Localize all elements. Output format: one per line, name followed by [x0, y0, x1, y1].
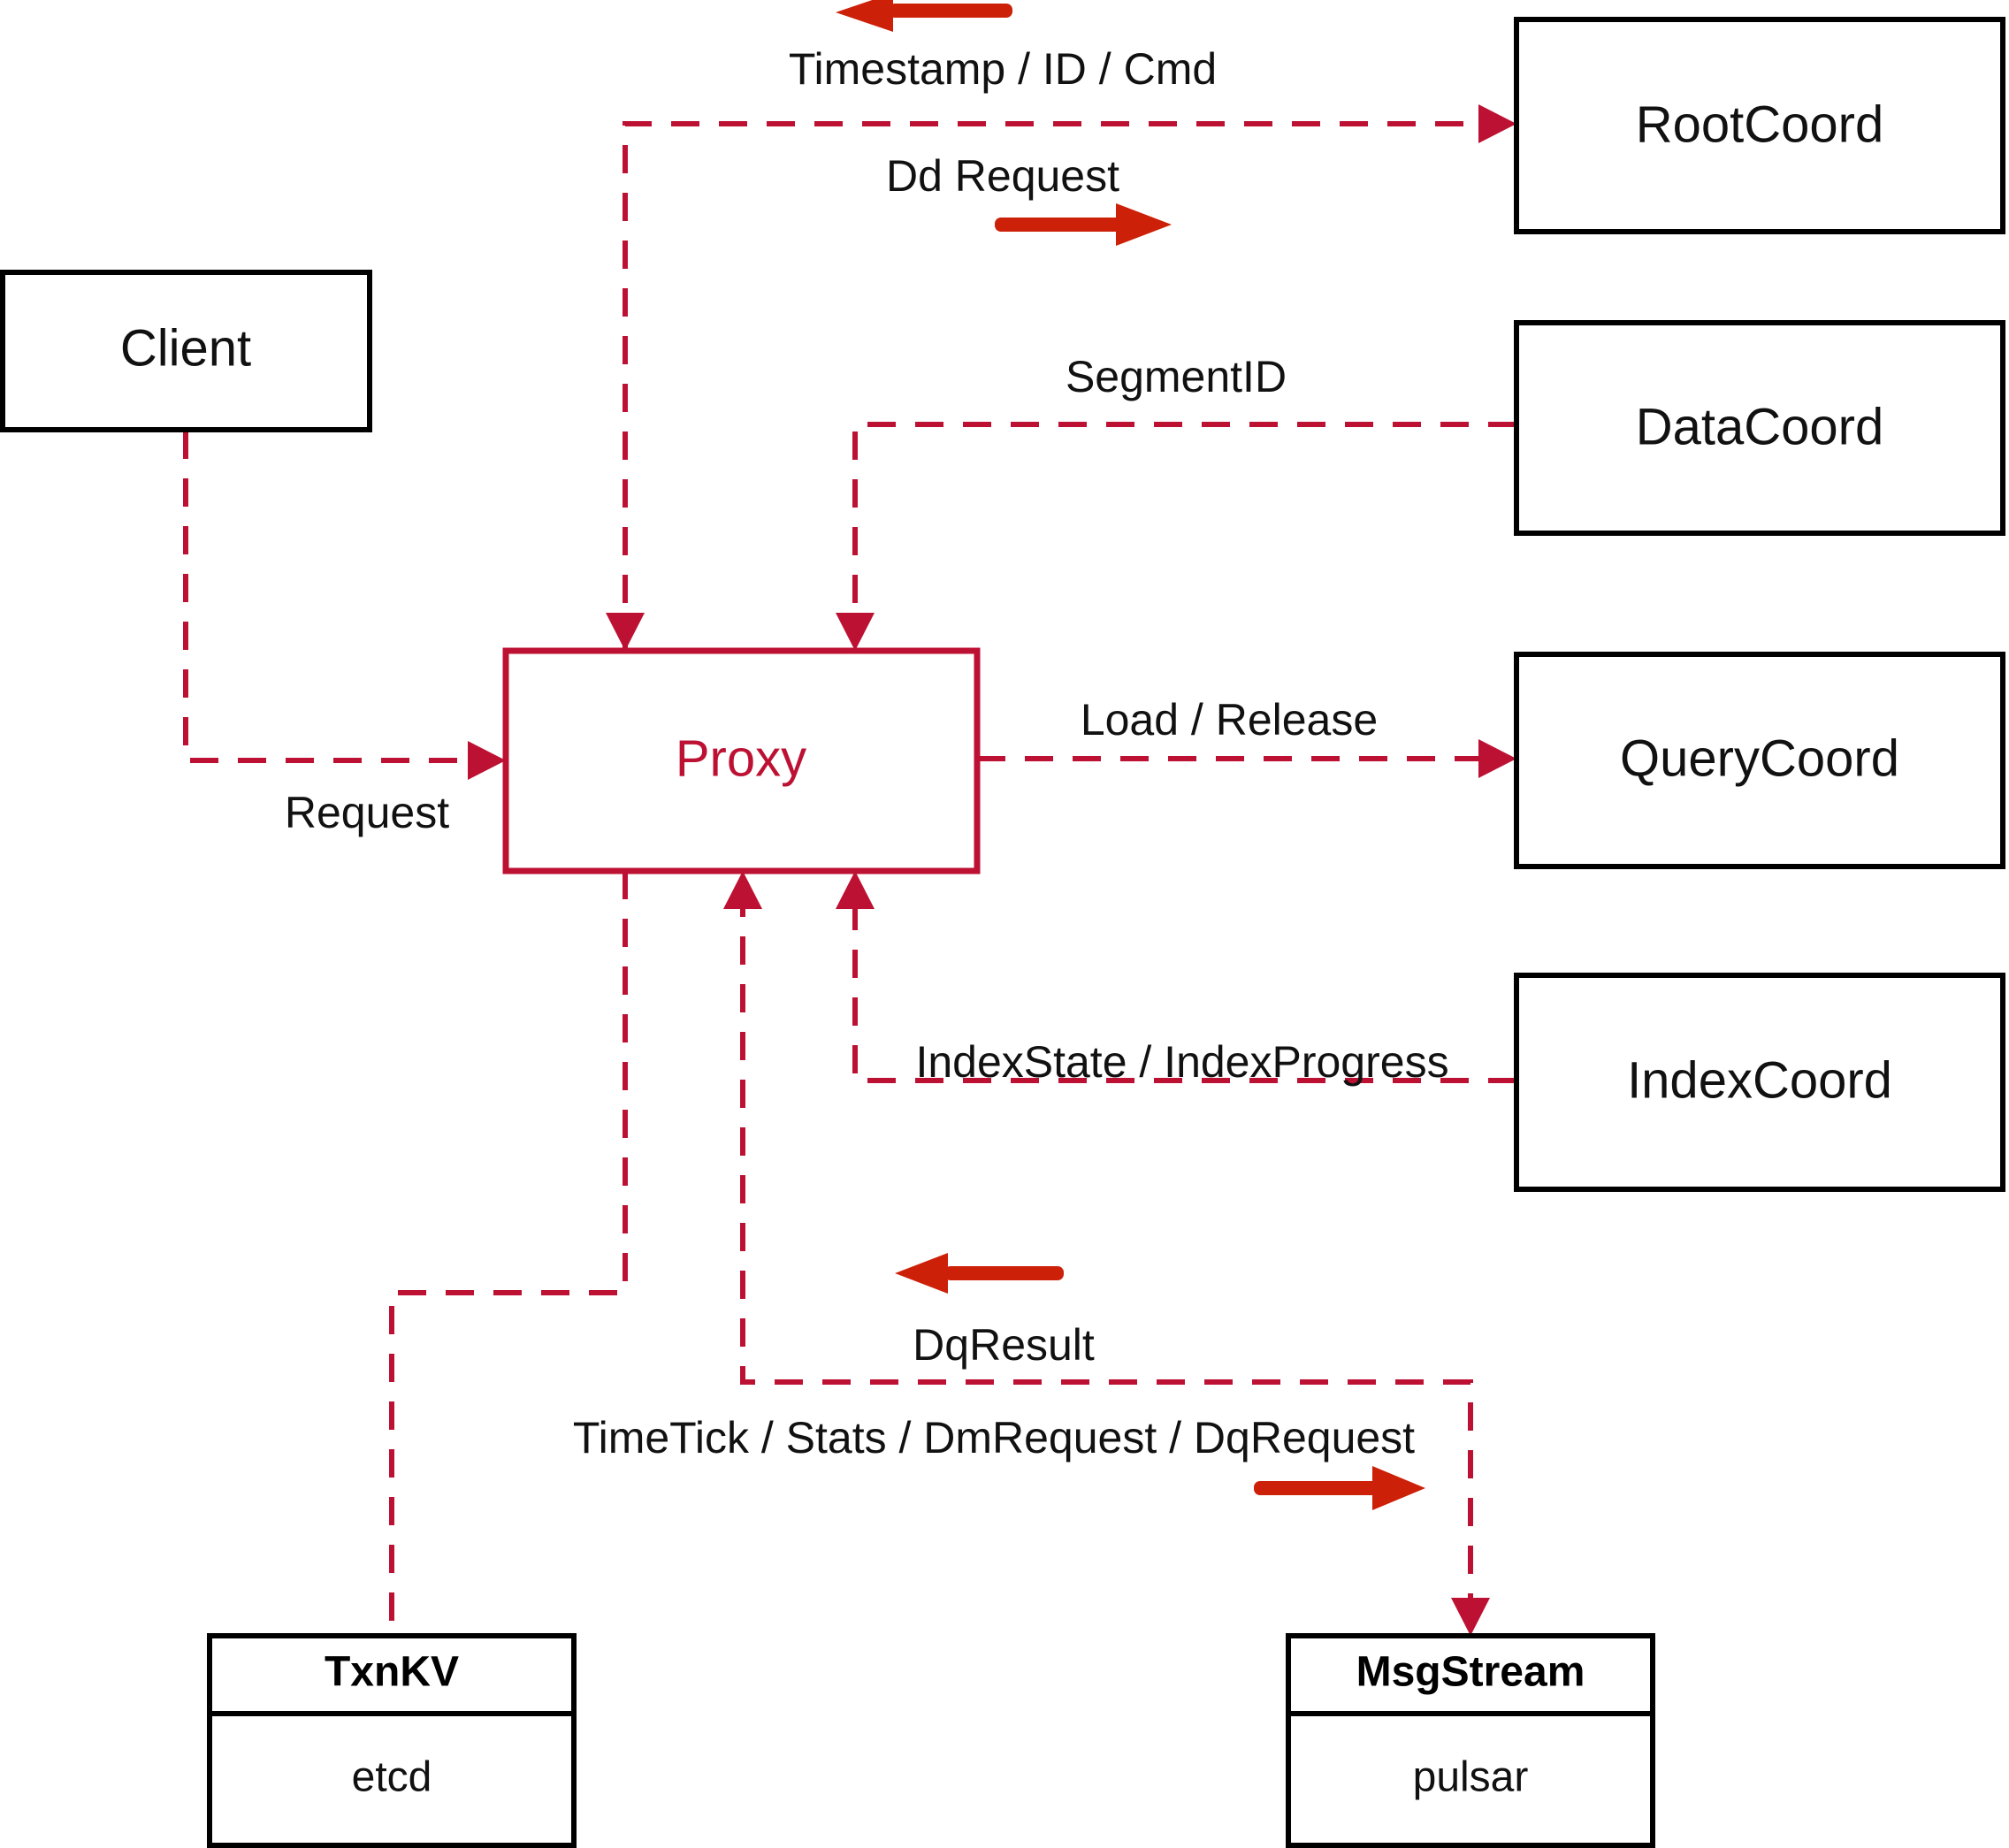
node-rootcoord-label: RootCoord	[1636, 95, 1883, 153]
node-datacoord-label: DataCoord	[1636, 398, 1883, 455]
arrowhead-proxy-bottom-right	[836, 871, 875, 909]
node-msgstream-label: MsgStream	[1356, 1649, 1585, 1696]
node-proxy[interactable]: Proxy	[502, 647, 981, 874]
node-querycoord-label: QueryCoord	[1620, 729, 1899, 787]
edge-label-index-state-progress: IndexState / IndexProgress	[915, 1037, 1448, 1087]
node-indexcoord-label: IndexCoord	[1627, 1051, 1892, 1109]
node-txnkv[interactable]: TxnKV etcd	[207, 1633, 577, 1848]
edge-label-segment-id: SegmentID	[1066, 352, 1287, 401]
edge-timestamp-arrowhead	[606, 613, 645, 651]
edge-dd-request-path	[623, 104, 1516, 651]
arrowhead-proxy-top-right	[836, 613, 875, 651]
edge-txnkv-path	[389, 871, 628, 1636]
edge-load-release-path	[977, 739, 1516, 778]
edge-label-timetick-stats: TimeTick / Stats / DmRequest / DqRequest	[573, 1413, 1415, 1462]
edge-request-path	[183, 431, 506, 780]
edge-label-request: Request	[285, 788, 449, 837]
edge-label-dd-request: Dd Request	[886, 151, 1119, 201]
node-msgstream-impl-label: pulsar	[1413, 1754, 1529, 1801]
direction-arrow-timestamp	[836, 0, 1012, 32]
edge-label-timestamp-id-cmd: Timestamp / ID / Cmd	[789, 44, 1217, 94]
node-rootcoord[interactable]: RootCoord	[1514, 17, 2005, 234]
direction-arrow-dd-request	[995, 203, 1172, 246]
arrowhead-rootcoord	[1478, 104, 1516, 143]
arrowhead-msgstream	[1451, 1598, 1490, 1636]
edge-index-state-path	[836, 871, 1516, 1083]
arrowhead-querycoord	[1478, 739, 1516, 778]
arrowhead-proxy-left	[468, 741, 506, 780]
node-client[interactable]: Client	[0, 270, 372, 432]
node-client-label: Client	[120, 319, 251, 377]
node-datacoord[interactable]: DataCoord	[1514, 320, 2005, 536]
edge-label-load-release: Load / Release	[1081, 695, 1378, 745]
edge-label-dq-result: DqResult	[913, 1320, 1095, 1370]
node-txnkv-label: TxnKV	[325, 1649, 459, 1696]
arrowhead-proxy-bottom-mid	[723, 871, 762, 909]
node-msgstream[interactable]: MsgStream pulsar	[1286, 1633, 1655, 1848]
node-querycoord[interactable]: QueryCoord	[1514, 652, 2005, 869]
arrowhead-proxy-top-left	[606, 613, 645, 651]
edge-msgstream-path	[723, 871, 1490, 1636]
direction-arrow-dq-result	[895, 1253, 1064, 1294]
edge-segment-id-path	[836, 422, 1516, 651]
direction-arrow-timetick	[1254, 1466, 1425, 1510]
node-txnkv-impl-label: etcd	[352, 1754, 432, 1801]
node-indexcoord[interactable]: IndexCoord	[1514, 973, 2005, 1192]
node-proxy-label: Proxy	[676, 729, 806, 787]
